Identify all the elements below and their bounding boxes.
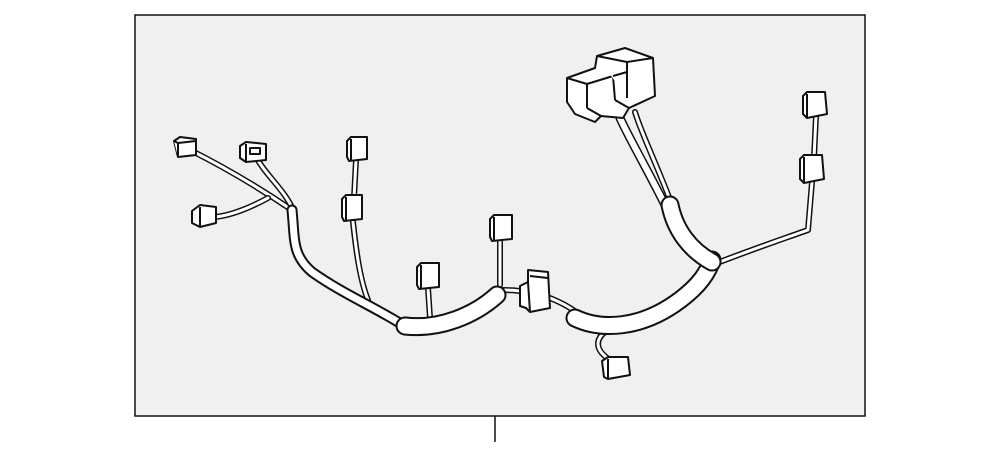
left-sleeve [395, 285, 507, 337]
connector-plug [341, 194, 363, 222]
connector-main [566, 47, 656, 123]
connector-plug [489, 214, 513, 242]
connector-plug [416, 262, 440, 290]
connector-plug [601, 356, 631, 380]
connector-plug [802, 91, 828, 119]
right-trunk [565, 195, 722, 335]
connector-plug [173, 136, 197, 158]
thin-branches [187, 109, 819, 363]
left-trunk [286, 204, 404, 328]
harness-wires [187, 109, 819, 363]
connector-plug [239, 141, 267, 163]
connector-plug [799, 154, 825, 184]
connector-plug [346, 136, 368, 162]
connectors [173, 47, 828, 380]
connector-inline [519, 269, 551, 313]
connector-plug [191, 204, 217, 228]
